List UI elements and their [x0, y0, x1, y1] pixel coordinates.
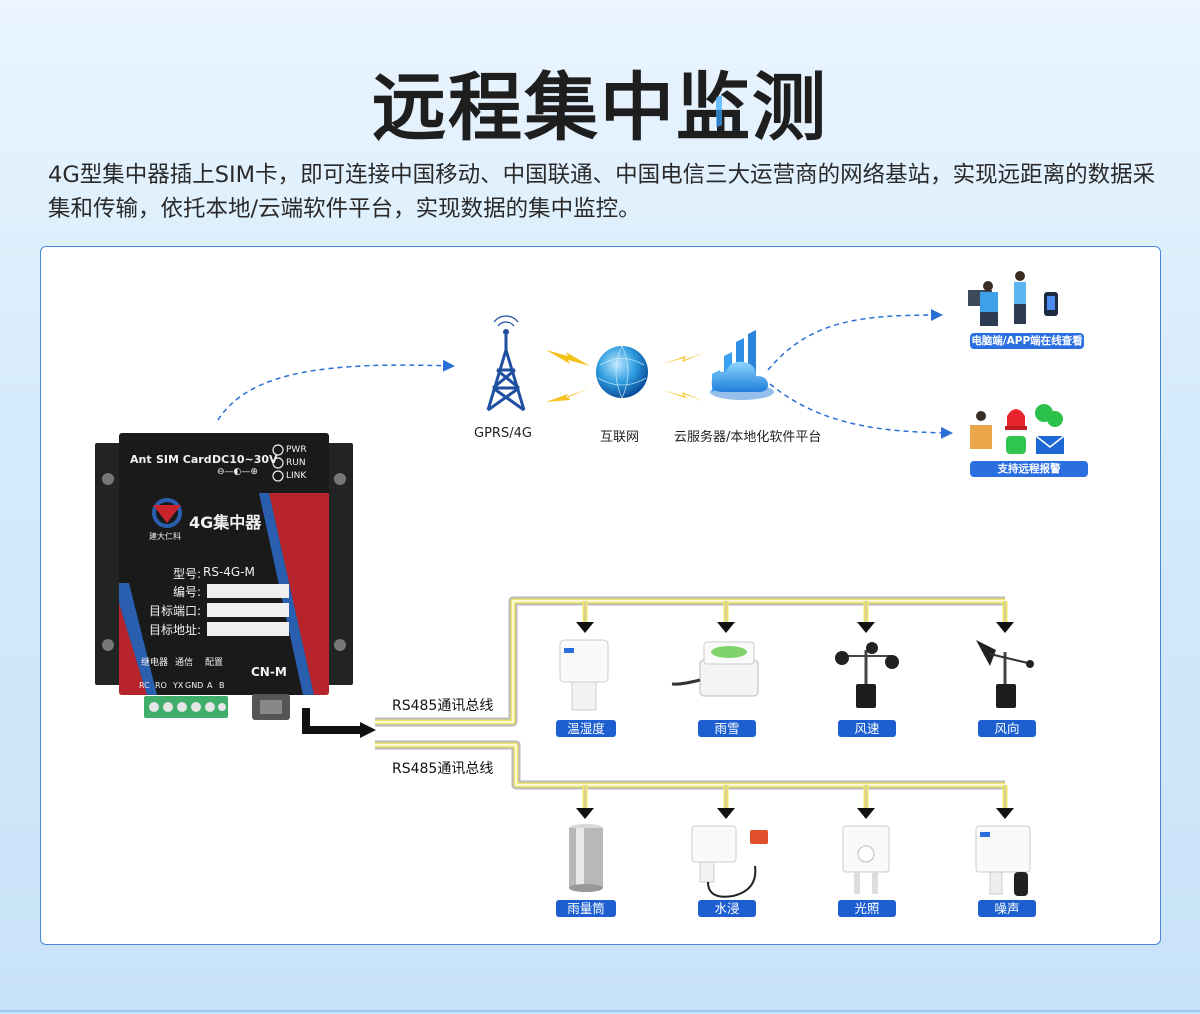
sensor-rain-snow-icon [671, 641, 759, 697]
terminal-block [144, 694, 290, 720]
arrow-icon [576, 808, 1014, 819]
logo-subtitle: 建大仁科 [149, 532, 181, 541]
port-label: CN-M [251, 665, 287, 679]
pin-gnd: GND [185, 681, 204, 690]
field-box-id [207, 584, 289, 598]
bolt-icon [546, 350, 706, 402]
remote-view-icon [968, 271, 1058, 326]
sensor-tag-light: 光照 [838, 900, 896, 917]
bus-row-2 [375, 740, 1005, 790]
sensor-light-icon [842, 825, 890, 894]
tower-icon [486, 335, 526, 412]
sensor-wind-speed-icon [835, 642, 899, 708]
led-run: RUN [286, 458, 306, 468]
sensor-noise-icon [975, 825, 1031, 896]
sensor-tag-water-leak: 水浸 [698, 900, 756, 917]
mount-flange-left [95, 443, 121, 685]
model-value: RS-4G-M [203, 565, 255, 579]
cloud-server-icon [710, 95, 774, 400]
brand-logo-icon [152, 498, 182, 528]
sim-label: SIM Card [156, 453, 212, 466]
port-group-relay: 继电器 [141, 658, 169, 668]
port-group-config: 配置 [205, 658, 224, 668]
dc-polarity-icon: ⊖—◐—⊕ [217, 467, 258, 477]
bus-elbow-arrow [302, 708, 376, 738]
led-pwr: PWR [286, 445, 307, 455]
sensor-tag-temp-humidity: 温湿度 [556, 720, 616, 737]
pin-a: A [207, 681, 213, 690]
bottom-divider [0, 1010, 1200, 1012]
alarm-icons [970, 404, 1065, 454]
mount-flange-right [327, 443, 353, 685]
dc-label: DC10~30V [212, 453, 278, 466]
device-body: Ant SIM Card DC10~30V ⊖—◐—⊕ PWR RUN LINK… [119, 433, 329, 695]
field-box-port [207, 603, 289, 617]
sensor-water-leak-icon [691, 825, 768, 898]
link-cloud-to-view [767, 309, 943, 371]
device-stripes [119, 493, 329, 695]
page-title: 远程集中监测 [372, 65, 828, 151]
concentrator-device: Ant SIM Card DC10~30V ⊖—◐—⊕ PWR RUN LINK… [95, 433, 353, 695]
pin-yx: YX [173, 681, 184, 690]
field-label-id: 编号: [173, 585, 202, 599]
sensor-tag-wind-direction: 风向 [978, 720, 1036, 737]
sensor-wind-direction-icon [976, 640, 1034, 708]
sensor-rain-gauge-icon [569, 824, 603, 892]
ant-label: Ant [130, 453, 152, 466]
model-label: 型号: [173, 567, 202, 581]
pin-b: B [219, 681, 225, 690]
led-indicators [272, 444, 284, 482]
drops-row-1 [582, 601, 1008, 622]
bus-label-2: RS485通讯总线 [392, 761, 494, 777]
led-link: LINK [286, 471, 307, 481]
link-cloud-to-alarm [769, 383, 953, 439]
sensor-temp-humidity-icon [559, 639, 609, 711]
device-title: 4G集中器 [189, 513, 262, 532]
remote-alarm-tag: 支持远程报警 [970, 461, 1088, 477]
field-label-address: 目标地址: [149, 623, 202, 637]
pin-rc: RC [139, 681, 150, 690]
remote-view-tag: 电脑端/APP端在线查看 [970, 333, 1084, 349]
cloud-label: 云服务器/本地化软件平台 [674, 430, 822, 445]
globe-icon [596, 345, 648, 399]
internet-label: 互联网 [600, 430, 640, 445]
page-description: 4G型集中器插上SIM卡，即可连接中国移动、中国联通、中国电信三大运营商的网络基… [48, 162, 1156, 222]
drops-row-2 [582, 785, 1008, 808]
sensor-tag-noise: 噪声 [978, 900, 1036, 917]
bus-label-1: RS485通讯总线 [392, 698, 494, 714]
pin-ro: RO [155, 681, 167, 690]
bus-row-1 [375, 596, 1005, 727]
sensor-tag-rain-gauge: 雨量筒 [556, 900, 616, 917]
port-group-comm: 通信 [175, 658, 194, 668]
field-box-address [207, 622, 289, 636]
gprs-label: GPRS/4G [474, 426, 532, 441]
link-device-to-tower [217, 359, 455, 421]
arrow-icon [576, 622, 1014, 633]
sensor-tag-rain-snow: 雨雪 [698, 720, 756, 737]
sensor-tag-wind-speed: 风速 [838, 720, 896, 737]
field-label-port: 目标端口: [149, 604, 202, 618]
